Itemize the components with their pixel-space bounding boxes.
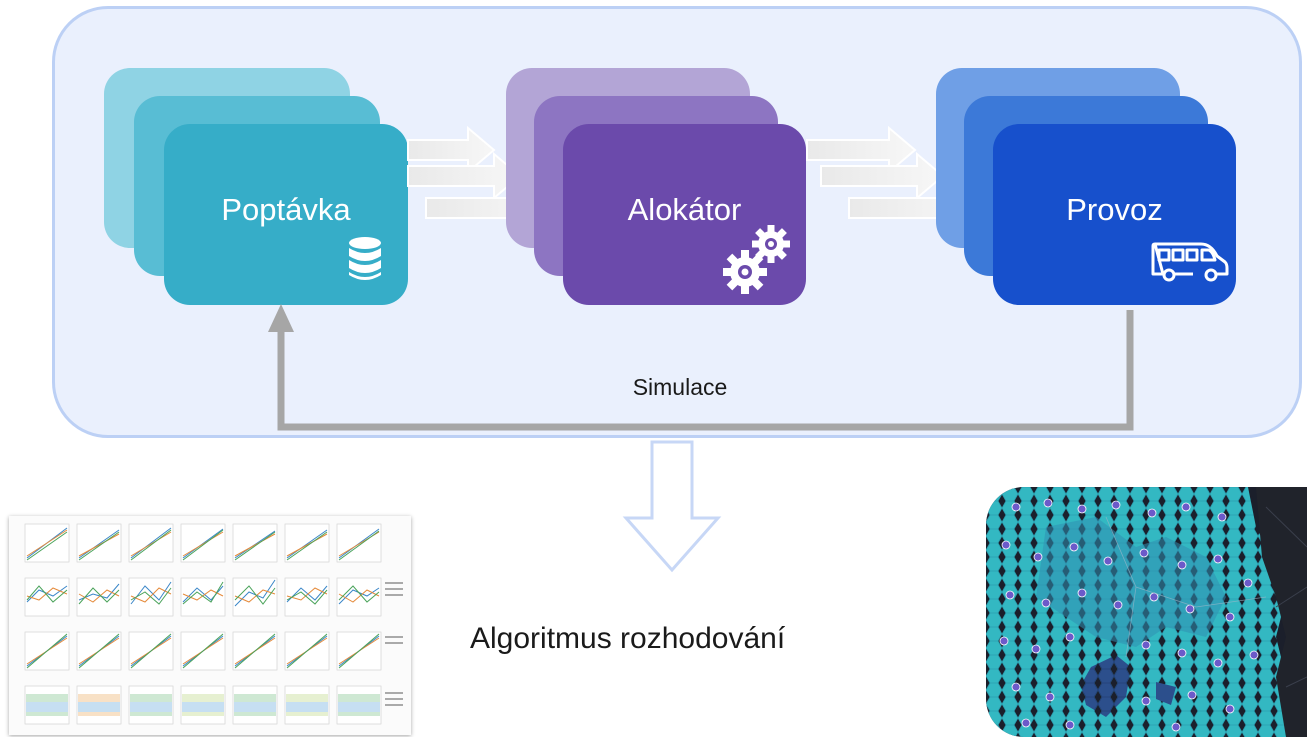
plot-grid-image: [24, 523, 403, 725]
charts-thumbnail: [9, 516, 411, 735]
feedback-loop-arrow: [268, 304, 1134, 431]
map-thumbnail: [986, 487, 1307, 737]
simulation-label: Simulace: [632, 374, 728, 400]
database-icon: [349, 237, 381, 280]
operations-label: Provoz: [1066, 192, 1163, 227]
hexbin-map-image: [986, 487, 1307, 737]
decision-algorithm-label: Algoritmus rozhodování: [470, 622, 786, 655]
gears-icon: [723, 225, 790, 294]
allocator-card: Alokátor: [563, 124, 806, 305]
allocator-label: Alokátor: [627, 192, 742, 227]
demand-card: Poptávka: [164, 124, 408, 305]
van-icon: [1151, 242, 1229, 282]
output-arrow: [622, 440, 722, 573]
demand-label: Poptávka: [221, 192, 351, 227]
operations-card: Provoz: [993, 124, 1236, 305]
